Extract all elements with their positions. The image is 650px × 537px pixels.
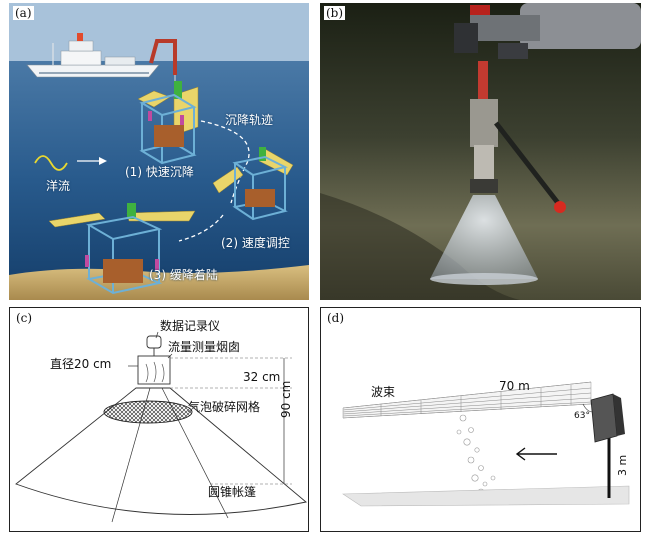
red-float-icon (554, 201, 566, 213)
step2-speed-control-label: (2) 速度调控 (221, 236, 290, 250)
panel-a-lander-descent: (a) 沉降轨迹 洋流 (1) 快速沉降 (2) 速度调控 (3) 缓降着陆 (9, 3, 309, 300)
seafloor-depression (320, 193, 520, 300)
cone-tent-outline (15, 387, 307, 515)
flow-chimney-label: 流量测量烟囱 (168, 340, 241, 354)
sampling-cone (430, 195, 538, 279)
research-ship-icon (26, 33, 160, 78)
manipulator-arm-icon (454, 3, 641, 59)
step3-slow-landing-label: (3) 缓降着陆 (149, 268, 218, 282)
cone-tent-label: 圆锥帐篷 (208, 485, 257, 499)
diameter-label: 直径20 cm (50, 357, 112, 371)
step1-rapid-descent-label: (1) 快速沉降 (125, 165, 194, 179)
panel-d-drawing (342, 381, 630, 507)
panel-b-photo (320, 3, 641, 300)
panel-a-illustration (9, 3, 309, 300)
panel-label-b: (b) (324, 6, 346, 20)
panel-c-drawing (15, 331, 307, 523)
bubble-grid-label: 气泡破碎网格 (188, 400, 261, 414)
stem (478, 61, 488, 107)
logger-housing (470, 99, 498, 147)
lander-step1-icon (137, 81, 199, 165)
data-logger-label: 数据记录仪 (160, 319, 221, 333)
panel-b-seafloor-photo: (b) (320, 3, 641, 300)
bubble-plume-icon (456, 414, 496, 501)
height-3m-label: 3 m (616, 454, 629, 476)
angle-63-label: 63° (574, 411, 590, 421)
lander-step3-icon (48, 203, 196, 295)
descent-trajectory-line-lower (178, 214, 224, 242)
sky (9, 3, 309, 65)
sonar-beam-fan (342, 381, 592, 419)
beam-label: 波束 (371, 385, 396, 399)
ocean-current-label: 洋流 (46, 179, 71, 193)
panel-c-cone-schematic: (c) 数据记录仪 流量测量烟囱 直径20 cm 32 cm 气泡破碎网格 90… (9, 307, 309, 532)
flow-chimney-icon (137, 355, 171, 385)
height-32cm-label: 32 cm (243, 370, 281, 384)
seafloor-plane (342, 485, 630, 507)
bubble-breaking-grid-icon (103, 400, 193, 424)
height-90cm-label: 90 cm (279, 380, 293, 418)
handle (494, 121, 560, 205)
panel-label-a: (a) (13, 6, 34, 20)
ocean-current-wave-icon (34, 155, 68, 171)
data-logger-icon (146, 335, 162, 349)
range-70m-label: 70 m (499, 379, 530, 393)
lander-step2-icon (212, 147, 294, 221)
panel-d-sonar-schematic: (d) 波束 70 m 63° 3 m (320, 307, 641, 532)
panel-label-d: (d) (325, 311, 347, 325)
sonar-transducer-icon (590, 393, 618, 443)
panel-label-c: (c) (14, 311, 35, 325)
trajectory-label: 沉降轨迹 (225, 113, 274, 127)
